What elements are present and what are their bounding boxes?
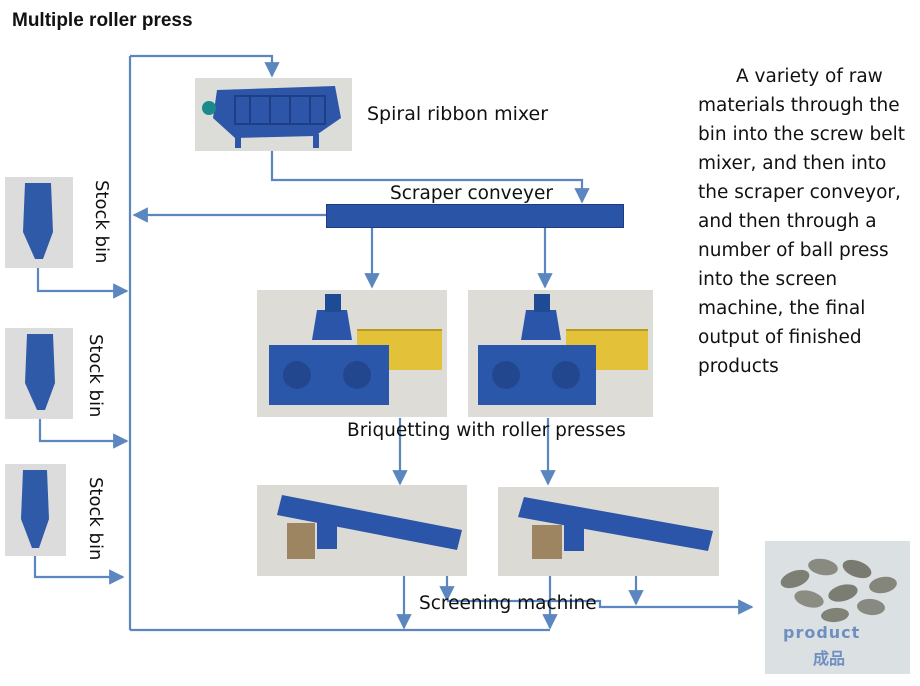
briquette-pellets-icon — [765, 541, 910, 674]
mixer-icon — [195, 78, 352, 151]
product-label-en: product — [783, 623, 861, 642]
arrow-to-product — [447, 599, 754, 615]
stock-bin-1-image — [5, 177, 73, 268]
stock-bin-icon — [5, 177, 73, 268]
stock-bin-3-image — [5, 464, 66, 556]
roller-press-2-image — [468, 290, 653, 417]
stock-bin-icon — [5, 328, 73, 419]
roller-press-icon — [468, 290, 653, 417]
mixer-label: Spiral ribbon mixer — [367, 103, 549, 125]
diagram-title: Multiple roller press — [12, 10, 193, 31]
arrow-bin-1 — [36, 262, 129, 299]
screening-machine-1-image — [257, 485, 467, 576]
product-label-zh: 成品 — [813, 649, 846, 668]
screening-machine-2-image — [498, 487, 719, 576]
screening-machine-icon — [257, 485, 467, 576]
arrow-to-mixer — [130, 54, 280, 78]
process-description-text: A variety of raw materials through the b… — [698, 66, 905, 377]
arrow-bin-3 — [33, 555, 125, 585]
roller-press-icon — [257, 290, 447, 417]
briquetting-label: Briquetting with roller presses — [347, 420, 626, 441]
stock-bin-2-image — [5, 328, 73, 419]
screening-machine-icon — [498, 487, 719, 576]
scraper-label: Scraper conveyer — [390, 183, 553, 204]
process-description: A variety of raw materials through the b… — [698, 62, 913, 381]
stock-bin-icon — [5, 464, 66, 556]
stock-bin-3-label: Stock bin — [85, 477, 106, 561]
spiral-ribbon-mixer-image — [195, 78, 352, 151]
arrow-bin-2 — [38, 415, 129, 449]
scraper-conveyer-image — [326, 204, 624, 228]
roller-press-1-image — [257, 290, 447, 417]
stock-bin-2-label: Stock bin — [85, 334, 106, 418]
product-image: product 成品 — [765, 541, 910, 674]
arrow-mixer-to-scraper — [270, 150, 590, 204]
screening-label: Screening machine — [419, 593, 597, 614]
stock-bin-1-label: Stock bin — [91, 180, 112, 264]
